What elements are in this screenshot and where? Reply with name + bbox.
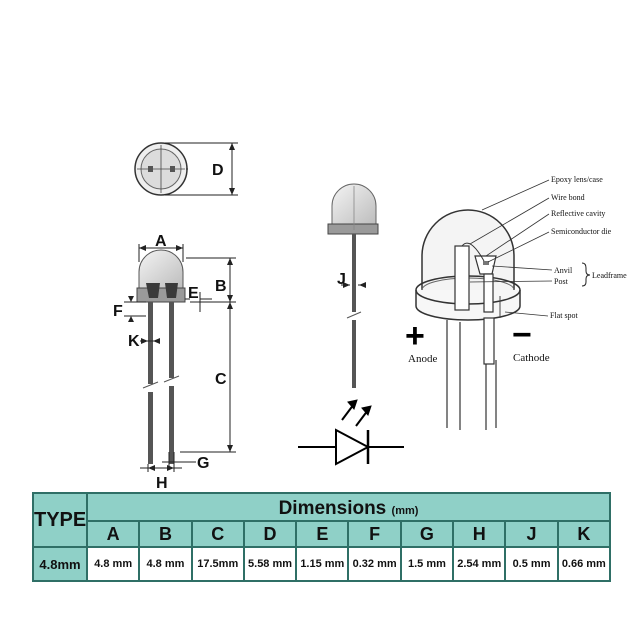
dim-label-c: C	[215, 371, 227, 388]
value-cell-e: 1.15 mm	[295, 546, 350, 582]
value-cell-d: 5.58 mm	[242, 546, 298, 582]
plus-sign: +	[405, 317, 425, 355]
label-post: Post	[554, 277, 569, 286]
dim-label-j: J	[337, 271, 346, 288]
label-cathode: Cathode	[513, 352, 550, 364]
dim-label-b: B	[215, 278, 227, 295]
column-header-h: H	[452, 520, 507, 548]
type-header: TYPE	[32, 492, 88, 548]
dimensions-title-text: Dimensions	[278, 498, 387, 519]
top-view	[134, 142, 238, 196]
dimensions-units: (mm)	[391, 505, 419, 517]
label-anode: Anode	[408, 353, 437, 365]
label-wire-bond: Wire bond	[551, 193, 585, 202]
minus-sign: −	[512, 316, 532, 354]
value-cell-g: 1.5 mm	[399, 546, 455, 582]
dim-label-k: K	[128, 333, 140, 350]
value-cell-a: 4.8 mm	[85, 546, 141, 582]
value-cell-j: 0.5 mm	[504, 546, 559, 582]
dim-label-f: F	[113, 303, 123, 320]
led-schematic-symbol	[298, 399, 404, 466]
value-cell-c: 17.5mm	[190, 546, 245, 582]
value-cell-f: 0.32 mm	[347, 546, 402, 582]
table-header-row: TYPE Dimensions (mm)	[32, 492, 611, 548]
column-header-k: K	[556, 520, 612, 548]
column-header-j: J	[504, 520, 559, 548]
label-leadframe: Leadframe	[592, 271, 627, 280]
value-cell-h: 2.54 mm	[452, 546, 507, 582]
dim-label-d: D	[212, 162, 224, 179]
column-header-c: C	[190, 520, 245, 548]
column-header-a: A	[85, 520, 141, 548]
middle-side-view	[327, 183, 379, 388]
row-label: 4.8mm	[32, 546, 88, 582]
value-cell-k: 0.66 mm	[556, 546, 612, 582]
side-view	[124, 244, 236, 472]
column-header-d: D	[242, 520, 298, 548]
dim-label-h: H	[156, 475, 168, 492]
label-anvil: Anvil	[554, 266, 573, 275]
column-header-f: F	[347, 520, 402, 548]
label-reflective-cavity: Reflective cavity	[551, 209, 605, 218]
label-semiconductor-die: Semiconductor die	[551, 227, 612, 236]
dim-label-g: G	[197, 455, 209, 472]
column-header-e: E	[295, 520, 350, 548]
label-flat-spot: Flat spot	[550, 311, 579, 320]
dimensions-title: Dimensions (mm)	[86, 492, 611, 522]
value-cell-b: 4.8 mm	[138, 546, 193, 582]
led-dimension-drawing: D	[113, 142, 627, 492]
column-header-g: G	[399, 520, 455, 548]
led-cutaway-illustration	[415, 179, 591, 430]
dim-label-a: A	[155, 233, 167, 250]
dim-label-e: E	[188, 285, 199, 302]
label-epoxy-lens: Epoxy lens/case	[551, 175, 603, 184]
column-header-b: B	[138, 520, 193, 548]
